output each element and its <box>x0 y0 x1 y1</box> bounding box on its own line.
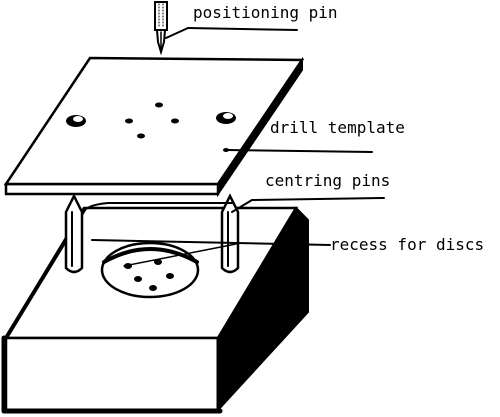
centring-pin-left <box>64 193 84 274</box>
label-drill-template: drill template <box>270 118 405 137</box>
centring-pin-right <box>220 193 240 274</box>
positioning-pin <box>154 1 168 56</box>
base-front-face <box>4 336 220 412</box>
template-edge <box>4 182 220 196</box>
drill-template <box>3 56 305 198</box>
template-top-face <box>3 56 305 186</box>
label-centring-pins: centring pins <box>265 171 390 190</box>
leader-lines <box>81 27 385 267</box>
label-recess-for-discs: recess for discs <box>330 235 484 254</box>
label-positioning-pin: positioning pin <box>193 3 338 22</box>
base-block <box>1 206 309 414</box>
recess <box>100 241 200 299</box>
